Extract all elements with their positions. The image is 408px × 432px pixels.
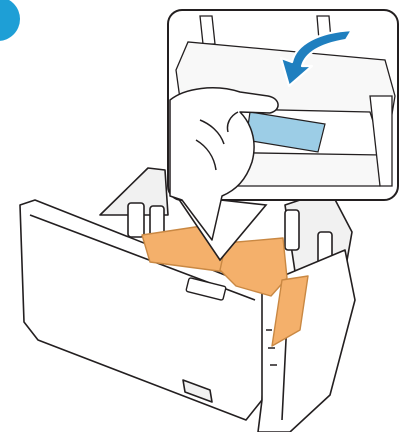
- jammed-paper-right: [219, 237, 288, 297]
- hand-palm: [169, 87, 279, 241]
- pull-arrow-icon: [279, 28, 354, 88]
- step-badge: [0, 0, 20, 41]
- callout-roller-top: [199, 15, 216, 45]
- step-badge-circle: [0, 0, 20, 41]
- callout-right-bracket: [369, 95, 393, 187]
- scanner-upper-frame: [99, 167, 169, 216]
- jammed-paper-tail: [271, 275, 309, 347]
- hand-thumb: [226, 111, 239, 133]
- hand-finger-lines: [195, 119, 225, 171]
- scanner-front-cover: [19, 199, 269, 421]
- hand-icon: [169, 87, 279, 241]
- cover-handle: [182, 379, 213, 403]
- paper-clip: [185, 277, 227, 301]
- roller-left: [127, 202, 145, 238]
- right-panel-slots: [266, 329, 277, 366]
- roller-right-a: [284, 209, 300, 251]
- magnified-callout: [167, 9, 399, 262]
